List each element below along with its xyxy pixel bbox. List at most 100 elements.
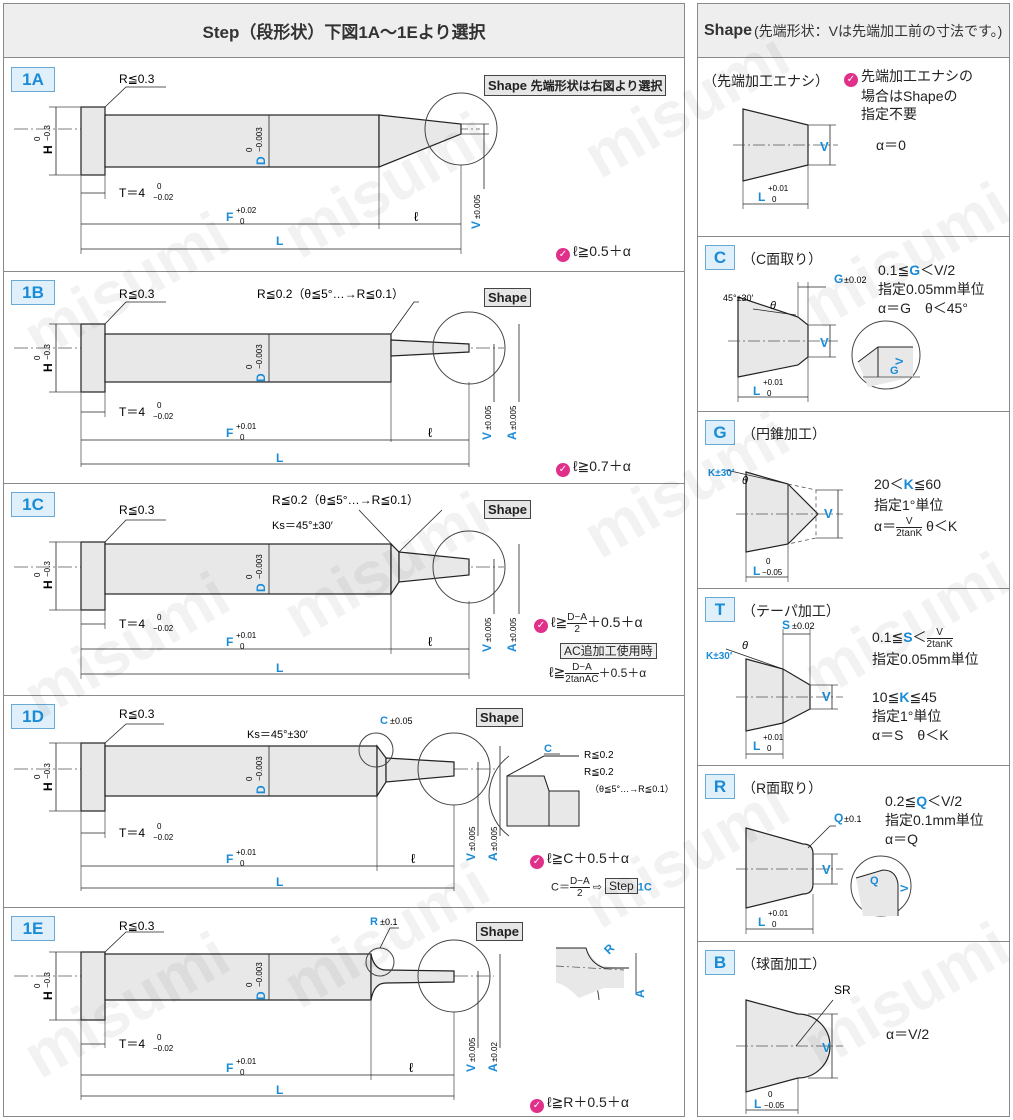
l-tol-top-b: 0 [768,1090,773,1099]
condition-1d: ✓ℓ≧C＋0.5＋α [530,848,629,869]
t-label-1a: T＝4 [119,186,145,200]
h-tol-bot-1a: −0.3 [43,125,52,141]
ell-label-1e: ℓ [409,1060,414,1075]
shape-badge-c: C [705,245,735,270]
f-tol-top-1a: +0.02 [236,206,257,215]
condition-1b: ✓ℓ≧0.7＋α [556,456,631,477]
r-big-1d: R≦0.2 [584,767,614,778]
f-label-1c: F [226,635,233,649]
shape-t-drawing: S ±0.02 K±30′ θ V L +0.01 0 [706,618,843,759]
g-tol-c: ±0.02 [844,275,866,285]
t-tol-top-1a: 0 [157,182,162,191]
t-tol-bot-1b: −0.02 [153,412,174,421]
theta-label-g: θ [742,475,748,487]
d-tol-top-1e: 0 [245,982,254,987]
step-badge-1b: 1B [11,280,55,305]
a-detail-1e: A [633,989,647,998]
v-label: V [820,139,829,154]
a-label-1b: A [505,431,519,440]
r-label-1e: R≦0.3 [119,919,155,933]
c-detail-label-1d: C [544,743,552,755]
l-tol-top-c: +0.01 [763,378,784,387]
shape-section-t: T （テーパ加工） S ±0.02 K±30′ θ V L +0.01 0 [698,589,1009,766]
h-tol-top-1a: 0 [33,136,42,141]
r2-label-1b: R≦0.2（θ≦5°…→R≦0.1） [257,287,404,301]
f-label-1d: F [226,852,233,866]
step-badge-1d: 1D [11,704,55,729]
g-label-c: G [834,272,843,286]
l-label-t: L [753,739,760,753]
s-label-t: S [782,618,790,632]
a-tol-1b: ±0.005 [509,405,518,430]
d-tol-bot-1d: −0.003 [255,756,264,781]
r-label-1d: R≦0.3 [119,707,155,721]
h-tol-bot-1d: −0.3 [43,763,52,779]
t-tol-top-1d: 0 [157,822,162,831]
h-label-1c: H [41,580,55,589]
d-tol-bot-1a: −0.003 [255,127,264,152]
ks-label-1c: Ks＝45°±30′ [272,520,333,532]
f-label-1b: F [226,426,233,440]
l-label-1d: L [276,875,283,889]
shape-tag-1c: Shape [484,500,532,519]
r-label-1a: R≦0.3 [119,72,155,86]
condition-1a: ✓ℓ≧0.5＋α [556,241,631,262]
f-tol-bot-1e: 0 [240,1068,245,1077]
h-tol-bot-1b: −0.3 [43,344,52,360]
h-label-1b: H [41,363,55,372]
l-tol-bot-r: 0 [772,920,777,929]
shape-b-drawing: SR V L 0 −0.05 [736,983,851,1114]
l-label-b: L [754,1097,761,1111]
r-e-label-1e: R [370,916,378,928]
k-angle-g: K±30′ [708,468,735,479]
ks-label-1d: Ks＝45°±30′ [247,729,308,741]
step-badge-1e: 1E [11,916,55,941]
l-label-1c: L [276,661,283,675]
shape-section-b: B （球面加工） SR V L 0 −0.05 α＝V/2 [698,942,1009,1118]
t-tol-top-1c: 0 [157,613,162,622]
q-label-r: Q [834,811,843,825]
step-section-1e: 1E R [4,908,684,1116]
shape-badge-t: T [705,597,735,622]
s-tol-t: ±0.02 [792,621,814,631]
f-tol-bot-1d: 0 [240,859,245,868]
l-tol-bot-g: −0.05 [762,568,783,577]
h-tol-top-1d: 0 [33,774,42,779]
t-label-1e: T＝4 [119,1037,145,1051]
h-tol-bot-1c: −0.3 [43,561,52,577]
t-tol-top-1e: 0 [157,1033,162,1042]
h-label-1d: H [41,782,55,791]
shape-b-eq: α＝V/2 [886,1026,930,1042]
f-tol-top-1e: +0.01 [236,1057,257,1066]
v-tol-1e: ±0.005 [468,1037,477,1062]
d-label-1d: D [254,785,268,794]
ell-label-1b: ℓ [428,425,433,440]
d-tol-top-1c: 0 [245,574,254,579]
theta-label-c: θ [770,300,776,312]
t-tol-top-1b: 0 [157,401,162,410]
step-section-1d: 1D [4,696,684,908]
d-label-1c: D [254,583,268,592]
shape-section-g: G （円錐加工） K±30′ θ V L 0 −0.05 20＜K≦60 指定1… [698,412,1009,589]
d-tol-bot-1c: −0.003 [255,554,264,579]
v-label-g: V [824,506,833,521]
d-tol-bot-1b: −0.003 [255,344,264,369]
k-angle-t: K±30′ [706,651,733,662]
shape-none-title: （先端加工エナシ） [703,73,829,89]
l-tol-top-t: +0.01 [763,733,784,742]
v-detail-r: V [899,884,911,892]
g-detail-c: G [890,365,899,377]
pin-icon: ✓ [556,248,570,262]
q-tol-r: ±0.1 [844,814,861,824]
r2-label-1c: R≦0.2（θ≦5°…→R≦0.1） [272,493,419,507]
step-1c-drawing: R≦0.3 R≦0.2（θ≦5°…→R≦0.1） Ks＝45°±30′ H 0 … [14,493,520,679]
f-tol-bot-1c: 0 [240,642,245,651]
l-tol-bot-b: −0.05 [764,1101,785,1110]
shape-panel: Shape(先端形状：Vは先端加工前の寸法です。) （先端加工エナシ） ✓先端加… [697,3,1010,1117]
l-tol-top: +0.01 [768,184,789,193]
r-small-1d: R≦0.2 [584,750,614,761]
step-section-1b: 1B R≦0.3 R≦0.2（θ≦5°…→R≦0.1） H 0 [4,272,684,484]
h-tol-bot-1e: −0.3 [43,972,52,988]
